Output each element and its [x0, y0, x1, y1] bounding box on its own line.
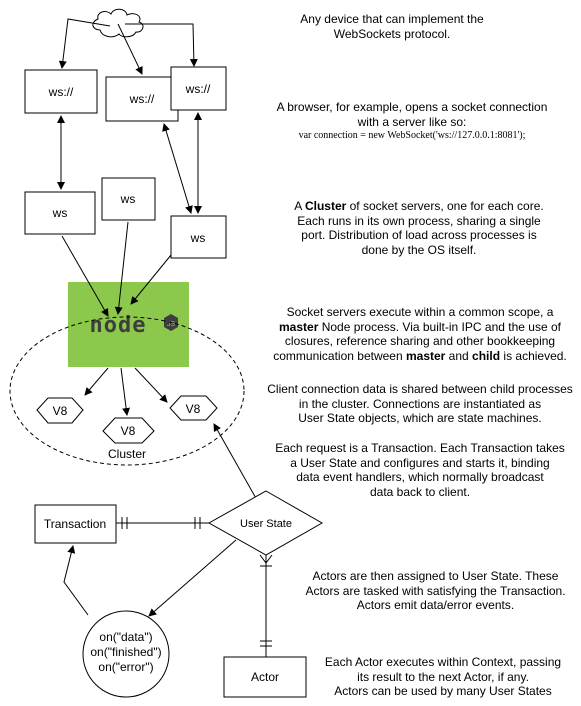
actor-node: Actor — [223, 656, 307, 698]
ws-server-3: ws — [170, 215, 227, 259]
ws-client-3: ws:// — [170, 66, 227, 111]
js-badge: JS — [167, 321, 176, 328]
ws-client-1-label: ws:// — [48, 85, 74, 99]
transaction-label: Transaction — [44, 517, 106, 531]
event-handlers: on("data") on("finished") on("error") — [82, 610, 170, 698]
note-devices: Any device that can implement the WebSoc… — [300, 12, 484, 41]
ws-client-2-label: ws:// — [129, 92, 155, 106]
note-actors: Actors are then assigned to User State. … — [305, 569, 566, 612]
ws-client-3-label: ws:// — [185, 82, 211, 96]
ws-client-1: ws:// — [24, 69, 98, 114]
event-data-label: on("data") — [99, 630, 152, 644]
code-snippet: var connection = new WebSocket('ws://127… — [298, 130, 526, 141]
note-context: Each Actor executes within Context, pass… — [324, 655, 562, 698]
v8-process-3: V8 — [169, 395, 218, 421]
cloud-connections — [58, 18, 198, 75]
actor-label: Actor — [251, 670, 279, 684]
note-transaction: Each request is a Transaction. Each Tran… — [275, 441, 565, 499]
userstate-actor-relation — [259, 554, 273, 657]
ws-server-2: ws — [101, 177, 156, 221]
node-master-process: node JS — [68, 282, 189, 367]
user-state-node: User State — [207, 490, 324, 556]
event-error-label: on("error") — [98, 660, 153, 674]
ws-client-2: ws:// — [105, 76, 179, 122]
user-state-label: User State — [240, 518, 292, 530]
cluster-boundary — [9, 316, 245, 466]
v8-process-2-label: V8 — [121, 424, 136, 438]
v8-process-2: V8 — [102, 417, 155, 444]
transaction-node: Transaction — [34, 504, 117, 544]
transaction-userstate-relation — [116, 517, 209, 529]
event-finished-label: on("finished") — [90, 645, 161, 659]
v8-process-1-label: V8 — [53, 404, 68, 418]
userstate-events-arrow — [148, 539, 237, 617]
events-transaction-arrow — [63, 545, 89, 616]
note-browser: A browser, for example, opens a socket c… — [262, 100, 562, 144]
ws-server-1: ws — [24, 191, 96, 235]
ws-server-3-label: ws — [190, 231, 206, 245]
ws-server-2-label: ws — [120, 192, 136, 206]
cloud-icon — [92, 8, 144, 38]
note-cluster: A Cluster of socket servers, one for eac… — [294, 199, 544, 257]
v8-process-3-label: V8 — [186, 402, 201, 416]
v8-process-1: V8 — [36, 397, 84, 424]
cluster-label: Cluster — [108, 447, 146, 461]
node-logo-text: node — [90, 313, 147, 338]
node-v8-connections — [84, 367, 168, 416]
note-master: Socket servers execute within a common s… — [273, 305, 567, 363]
note-client-data: Client connection data is shared between… — [267, 382, 573, 425]
ws-server-1-label: ws — [52, 206, 68, 220]
client-server-connections — [57, 112, 202, 214]
server-node-connections — [61, 221, 172, 317]
